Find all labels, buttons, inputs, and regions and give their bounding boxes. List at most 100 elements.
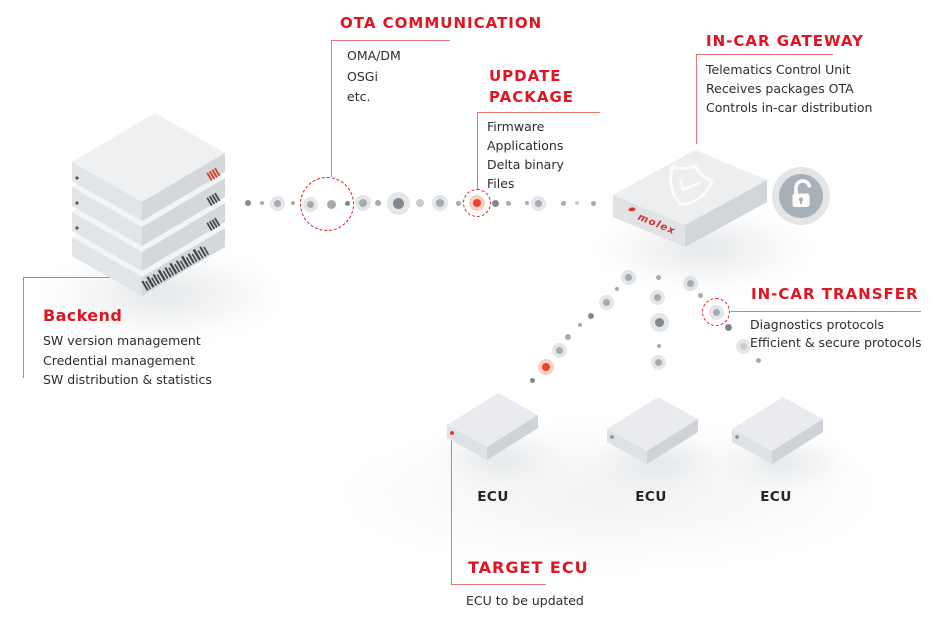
path-dot xyxy=(505,200,511,206)
target-ecu-note: ECU to be updated xyxy=(466,593,584,608)
update-package-marker xyxy=(463,189,491,217)
in-car-transfer-heading: IN-CAR TRANSFER xyxy=(751,285,919,303)
backend-item: SW distribution & statistics xyxy=(43,372,212,387)
path-dot xyxy=(245,200,251,206)
ecu-3-led xyxy=(735,435,739,439)
backend-bracket-v xyxy=(23,277,25,378)
backend-item: SW version management xyxy=(43,333,201,348)
path-dot xyxy=(491,199,499,207)
server-slab-1 xyxy=(72,113,225,221)
path-dot xyxy=(590,200,596,206)
path-dot xyxy=(560,200,566,206)
path-dot xyxy=(291,201,295,205)
path-dot xyxy=(724,323,732,331)
path-dot xyxy=(739,342,747,350)
path-dot xyxy=(602,298,610,306)
path-dot xyxy=(534,199,542,207)
backend-item: Credential management xyxy=(43,352,196,368)
server-led-1 xyxy=(75,176,79,180)
path-dot xyxy=(575,201,579,205)
path-dot xyxy=(624,273,632,281)
ota-communication-marker xyxy=(300,177,354,231)
path-dot xyxy=(755,357,761,363)
path-dot xyxy=(455,200,461,206)
path-dot xyxy=(615,287,619,291)
ecu-1-illustration xyxy=(447,393,538,460)
update-item: Files xyxy=(487,176,515,191)
transfer-item: Efficient & secure protocols xyxy=(750,335,922,350)
ota-bracket-v xyxy=(331,40,333,177)
ecu-3-label: ECU xyxy=(760,489,792,505)
path-dot xyxy=(273,199,281,207)
path-dot xyxy=(697,292,703,298)
target-bracket-h xyxy=(451,584,546,586)
server-vent-3 xyxy=(206,217,221,231)
in-car-transfer-marker xyxy=(702,298,730,326)
path-dot xyxy=(578,323,582,327)
path-dot xyxy=(392,197,404,209)
ecu-3-illustration xyxy=(732,397,823,464)
path-dot xyxy=(655,274,661,280)
ota-communication-heading: OTA COMMUNICATION xyxy=(340,14,543,32)
in-car-gateway-list: Telematics Control Unit Receives package… xyxy=(706,60,872,117)
ota-communication-list: OMA/DM OSGi etc. xyxy=(347,46,401,108)
path-dot xyxy=(654,317,664,327)
path-dot xyxy=(555,346,563,354)
path-dot xyxy=(436,199,444,207)
update-bracket-v xyxy=(477,112,479,190)
ota-item: etc. xyxy=(347,89,371,104)
update-item: Applications xyxy=(487,138,564,153)
path-dot xyxy=(686,279,694,287)
path-dot xyxy=(565,334,571,340)
ecu-1-label: ECU xyxy=(477,489,509,505)
server-barcode-vent xyxy=(141,246,210,291)
update-heading-line2: PACKAGE xyxy=(489,88,575,106)
update-package-list: Firmware Applications Delta binary Files xyxy=(487,117,564,193)
transfer-item: Diagnostics protocols xyxy=(750,317,885,332)
path-dot xyxy=(525,201,529,205)
ecu-2-label: ECU xyxy=(635,489,667,505)
target-bracket-v xyxy=(451,436,453,585)
transfer-callout-line xyxy=(731,311,921,313)
update-heading-line1: UPDATE xyxy=(489,67,562,85)
ota-item: OSGi xyxy=(347,68,378,84)
update-bracket-h xyxy=(477,112,600,114)
open-padlock-icon xyxy=(792,179,812,207)
path-dot xyxy=(653,293,661,301)
backend-list: SW version management Credential managem… xyxy=(43,331,212,390)
server-vent-red xyxy=(206,167,221,181)
server-vent-2 xyxy=(206,192,221,206)
update-item: Delta binary xyxy=(487,157,564,172)
highlight-dot xyxy=(542,363,550,371)
gateway-item: Controls in-car distribution xyxy=(706,100,873,115)
path-dot xyxy=(416,199,424,207)
gateway-illustration: molex xyxy=(613,150,767,247)
target-ecu-heading: TARGET ECU xyxy=(468,558,589,577)
ecu-2-illustration xyxy=(607,397,698,464)
path-dot xyxy=(654,358,662,366)
ecu-2-led xyxy=(610,435,614,439)
path-dot xyxy=(529,377,535,383)
server-led-3 xyxy=(75,226,79,230)
path-dot xyxy=(359,199,367,207)
path-dot xyxy=(588,313,594,319)
update-item: Firmware xyxy=(487,119,545,134)
server-led-2 xyxy=(75,201,79,205)
path-dot xyxy=(657,344,661,348)
server-stack-illustration xyxy=(72,113,225,296)
backend-heading: Backend xyxy=(43,306,123,325)
target-ecu-led xyxy=(450,431,454,435)
gateway-bracket-h xyxy=(696,54,833,56)
ota-item: OMA/DM xyxy=(347,48,401,63)
gateway-item: Telematics Control Unit xyxy=(706,62,851,77)
path-dot xyxy=(375,200,381,206)
in-car-gateway-heading: IN-CAR GATEWAY xyxy=(706,32,864,50)
update-package-heading: UPDATE PACKAGE xyxy=(489,66,574,108)
gateway-item: Receives packages OTA xyxy=(706,81,854,96)
molex-swoosh-icon xyxy=(628,207,636,212)
in-car-transfer-list: Diagnostics protocols Efficient & secure… xyxy=(750,316,922,352)
ota-bracket-h xyxy=(331,40,450,42)
shield-check-icon xyxy=(669,164,714,207)
gateway-bracket-v xyxy=(696,54,698,144)
